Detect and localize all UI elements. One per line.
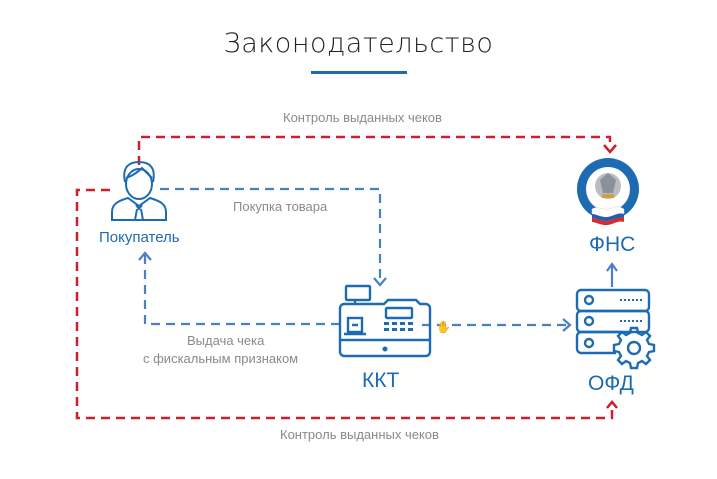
arrow-head-kkt <box>373 277 387 287</box>
arrow-head-buyer <box>138 251 152 261</box>
edge-receipt <box>143 254 340 326</box>
node-label-ofd: ОФД <box>588 372 634 395</box>
server-gear-icon <box>575 288 656 370</box>
arrow-head-fns <box>603 144 617 154</box>
arrow-head-ofd-in <box>562 318 572 332</box>
keypad-dots <box>382 322 413 352</box>
edge-label-receipt-line2: с фискальным признаком <box>143 351 299 366</box>
node-label-buyer: Покупатель <box>99 229 180 246</box>
arrow-head-fns-up <box>606 262 618 272</box>
node-label-kkt: ККТ <box>362 369 400 392</box>
edge-bottom-control <box>75 188 614 420</box>
person-icon <box>111 160 167 221</box>
fns-emblem-icon <box>577 158 639 226</box>
edge-label-receipt-line1: Выдача чека <box>187 333 265 348</box>
node-label-fns: ФНС <box>589 233 636 256</box>
edge-label-top-control: Контроль выданных чеков <box>283 110 442 125</box>
edge-label-bottom-control: Контроль выданных чеков <box>280 427 439 442</box>
edge-label-purchase: Покупка товара <box>233 199 328 214</box>
cash-register-icon <box>338 284 432 358</box>
edge-top-control <box>137 135 612 165</box>
title-underline <box>311 71 407 74</box>
hand-cursor-icon: ✋ <box>436 320 451 334</box>
arrow-head-ofd <box>606 400 618 409</box>
page-title: Законодательство <box>223 28 494 59</box>
